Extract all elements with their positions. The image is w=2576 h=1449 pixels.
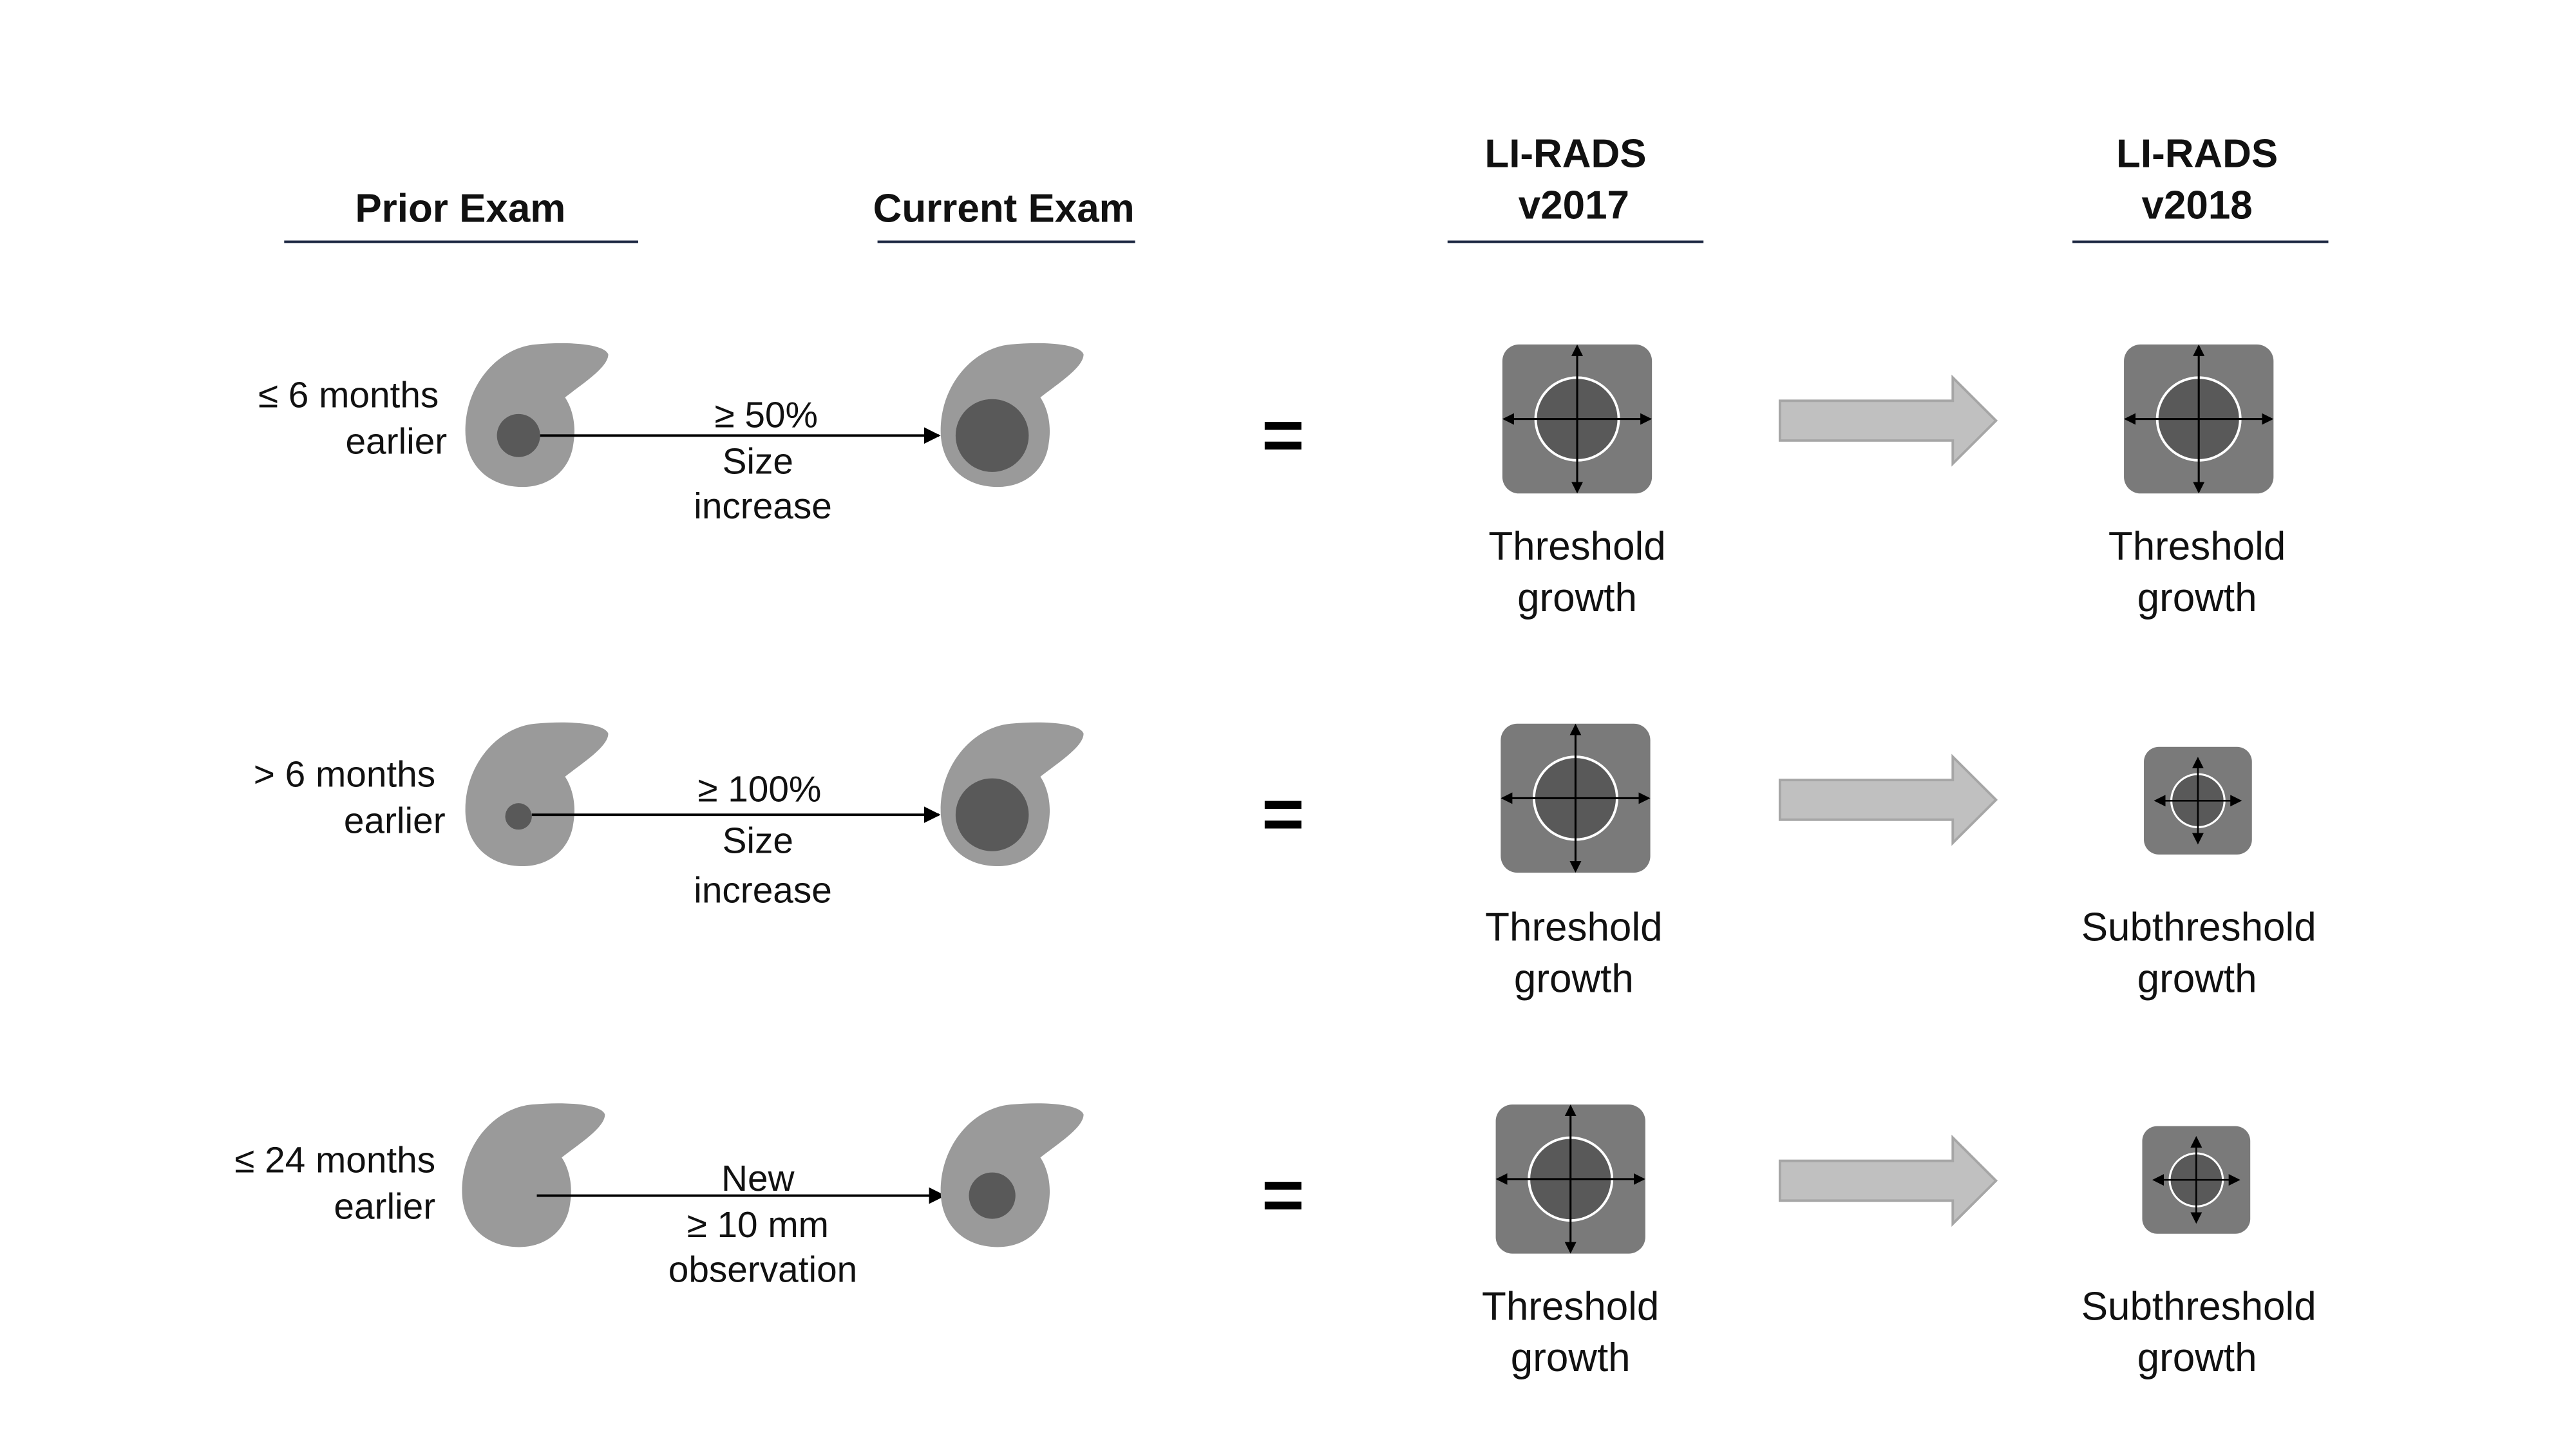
change-label-line1: ≥ 50% xyxy=(714,395,818,436)
change-label-line3: increase xyxy=(694,871,832,911)
v2017-category-line1: Threshold xyxy=(1488,524,1665,569)
current-lesion xyxy=(955,778,1029,851)
v2018-growth-icon-small xyxy=(2144,746,2252,855)
v2017-growth-icon xyxy=(1495,1104,1645,1254)
transition-arrow xyxy=(1778,1134,1998,1227)
v2017-category-line2: growth xyxy=(1517,576,1637,620)
row-1: ≤ 6 months earlier ≥ 50% Size increase =… xyxy=(258,343,2286,620)
v2017-category-line1: Threshold xyxy=(1482,1285,1659,1329)
row-3: ≤ 24 months earlier New ≥ 10 mm observat… xyxy=(234,1103,2316,1380)
v2017-category-line1: Threshold xyxy=(1485,905,1662,950)
change-label-line2: Size xyxy=(723,820,793,861)
v2018-category-line1: Threshold xyxy=(2108,524,2286,569)
interval-label-line1: > 6 months xyxy=(254,755,435,795)
v2017-category-line2: growth xyxy=(1514,956,1634,1001)
v2017-header-line1: LI-RADS xyxy=(1484,132,1646,176)
interval-label-line2: earlier xyxy=(344,801,446,842)
v2018-category-line2: growth xyxy=(2137,1336,2257,1380)
v2018-category-line2: growth xyxy=(2137,956,2257,1001)
v2017-growth-icon xyxy=(1501,723,1651,873)
transition-arrow xyxy=(1778,374,1998,467)
v2017-category-line2: growth xyxy=(1511,1336,1631,1380)
current-liver-shape xyxy=(940,1103,1084,1247)
v2017-header-line2: v2017 xyxy=(1519,184,1629,228)
equals-sign: = xyxy=(1262,1154,1304,1236)
interval-label-line1: ≤ 24 months xyxy=(234,1141,435,1181)
row-2: > 6 months earlier ≥ 100% Size increase … xyxy=(254,722,2316,1001)
v2018-growth-icon-small xyxy=(2142,1126,2251,1234)
prior-lesion xyxy=(497,413,540,457)
v2018-category-line1: Subthreshold xyxy=(2081,1285,2316,1329)
change-label-line1: ≥ 100% xyxy=(697,770,821,810)
v2018-growth-icon xyxy=(2124,344,2274,494)
interval-label-line2: earlier xyxy=(334,1187,435,1227)
current-lesion xyxy=(955,399,1029,472)
equals-sign: = xyxy=(1262,773,1304,855)
prior-liver-shape xyxy=(462,1103,605,1247)
equals-sign: = xyxy=(1262,394,1304,476)
v2017-growth-icon xyxy=(1502,344,1653,494)
v2018-category-line1: Subthreshold xyxy=(2081,905,2316,950)
change-label-line2: ≥ 10 mm xyxy=(687,1205,829,1245)
current-lesion xyxy=(969,1172,1016,1219)
interval-label-line2: earlier xyxy=(345,422,447,462)
prior-liver-shape xyxy=(465,722,609,867)
prior-lesion xyxy=(505,803,532,830)
change-label-line2: Size xyxy=(723,442,793,482)
interval-label-line1: ≤ 6 months xyxy=(258,375,439,416)
current-exam-header: Current Exam xyxy=(873,187,1135,231)
prior-exam-header: Prior Exam xyxy=(355,187,565,231)
v2018-header-line2: v2018 xyxy=(2142,184,2253,228)
change-label-line3: observation xyxy=(668,1249,857,1290)
transition-arrow xyxy=(1778,753,1998,846)
v2018-header-line1: LI-RADS xyxy=(2116,132,2278,176)
prior-liver-shape xyxy=(465,343,609,488)
v2018-category-line2: growth xyxy=(2137,576,2257,620)
change-label-line1: New xyxy=(721,1159,795,1199)
change-label-line3: increase xyxy=(694,486,832,527)
